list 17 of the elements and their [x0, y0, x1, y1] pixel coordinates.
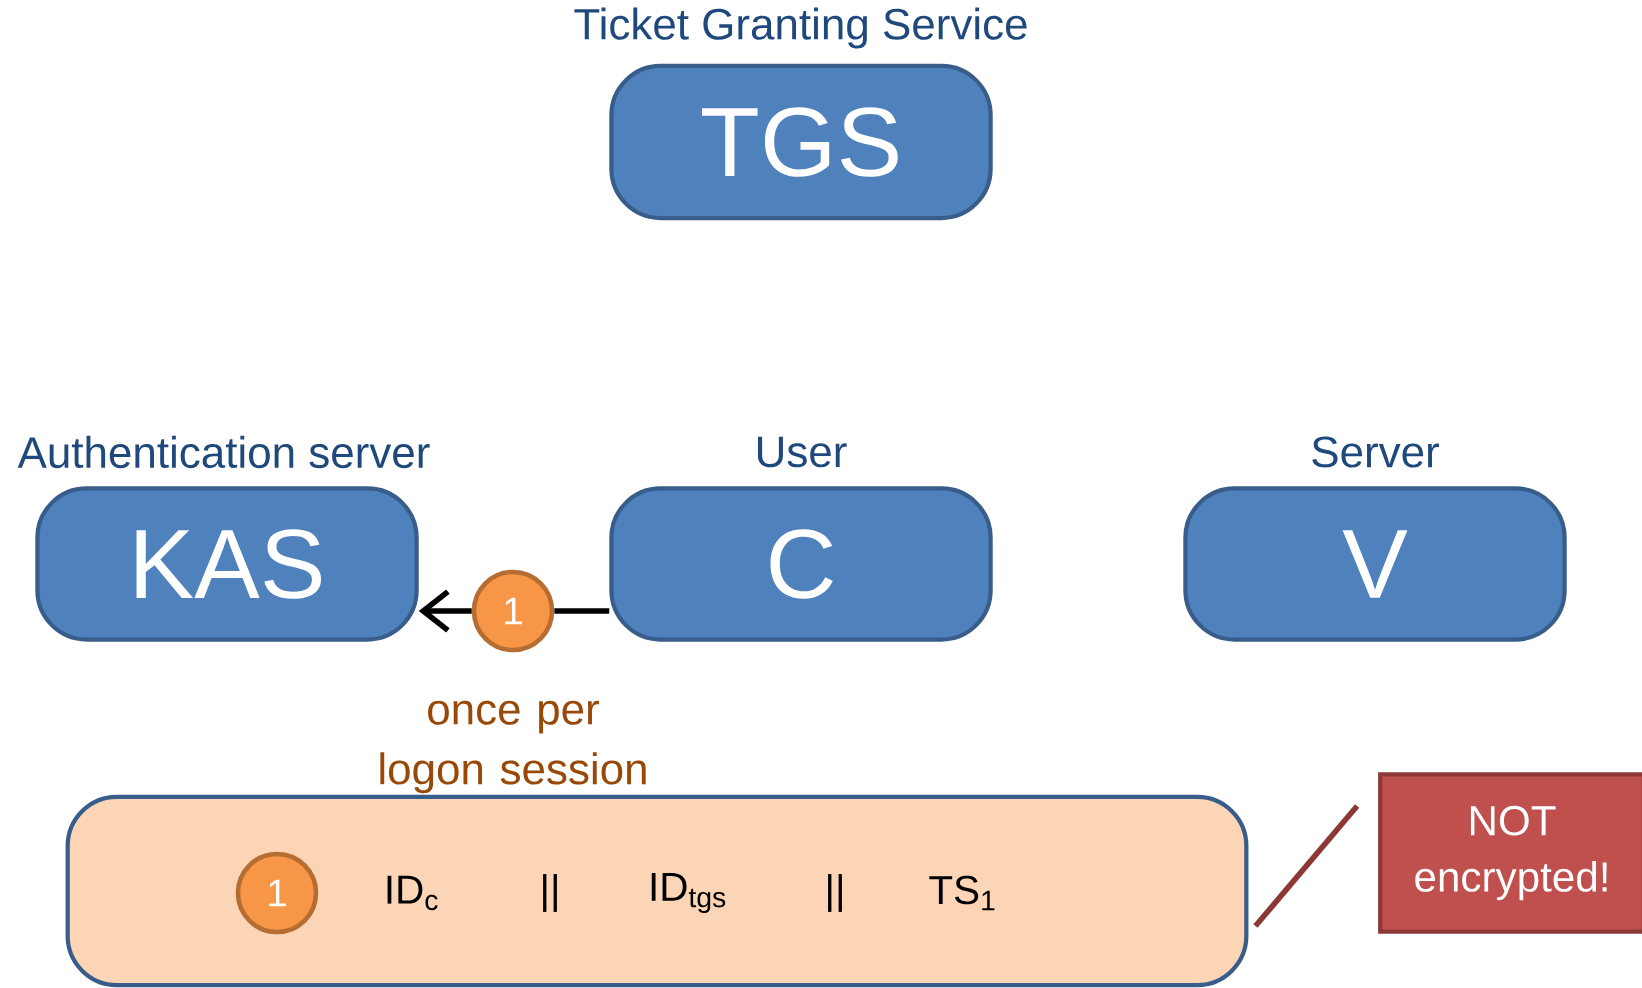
- server-box: TGS: [609, 63, 993, 221]
- leader-line: [1253, 804, 1360, 928]
- message-field: TS$_{1}$: [929, 875, 995, 911]
- server-box: C: [609, 486, 993, 642]
- box-heading: Authentication server: [17, 435, 430, 469]
- warning-box: NOT encrypted!: [1378, 772, 1642, 934]
- server-box: KAS: [35, 486, 419, 642]
- separator: ||: [543, 874, 557, 912]
- message-field: ID$_{tgs}$: [651, 873, 726, 913]
- server-box: V: [1183, 486, 1567, 642]
- separator: ||: [828, 874, 842, 912]
- message-field: ID$_{c}$: [387, 875, 438, 911]
- step-note: once per logon session: [380, 700, 646, 794]
- box-heading: Ticket Granting Service: [574, 7, 1027, 49]
- box-heading: Server: [1312, 436, 1439, 468]
- box-heading: User: [757, 436, 847, 468]
- connector-line: [554, 608, 610, 614]
